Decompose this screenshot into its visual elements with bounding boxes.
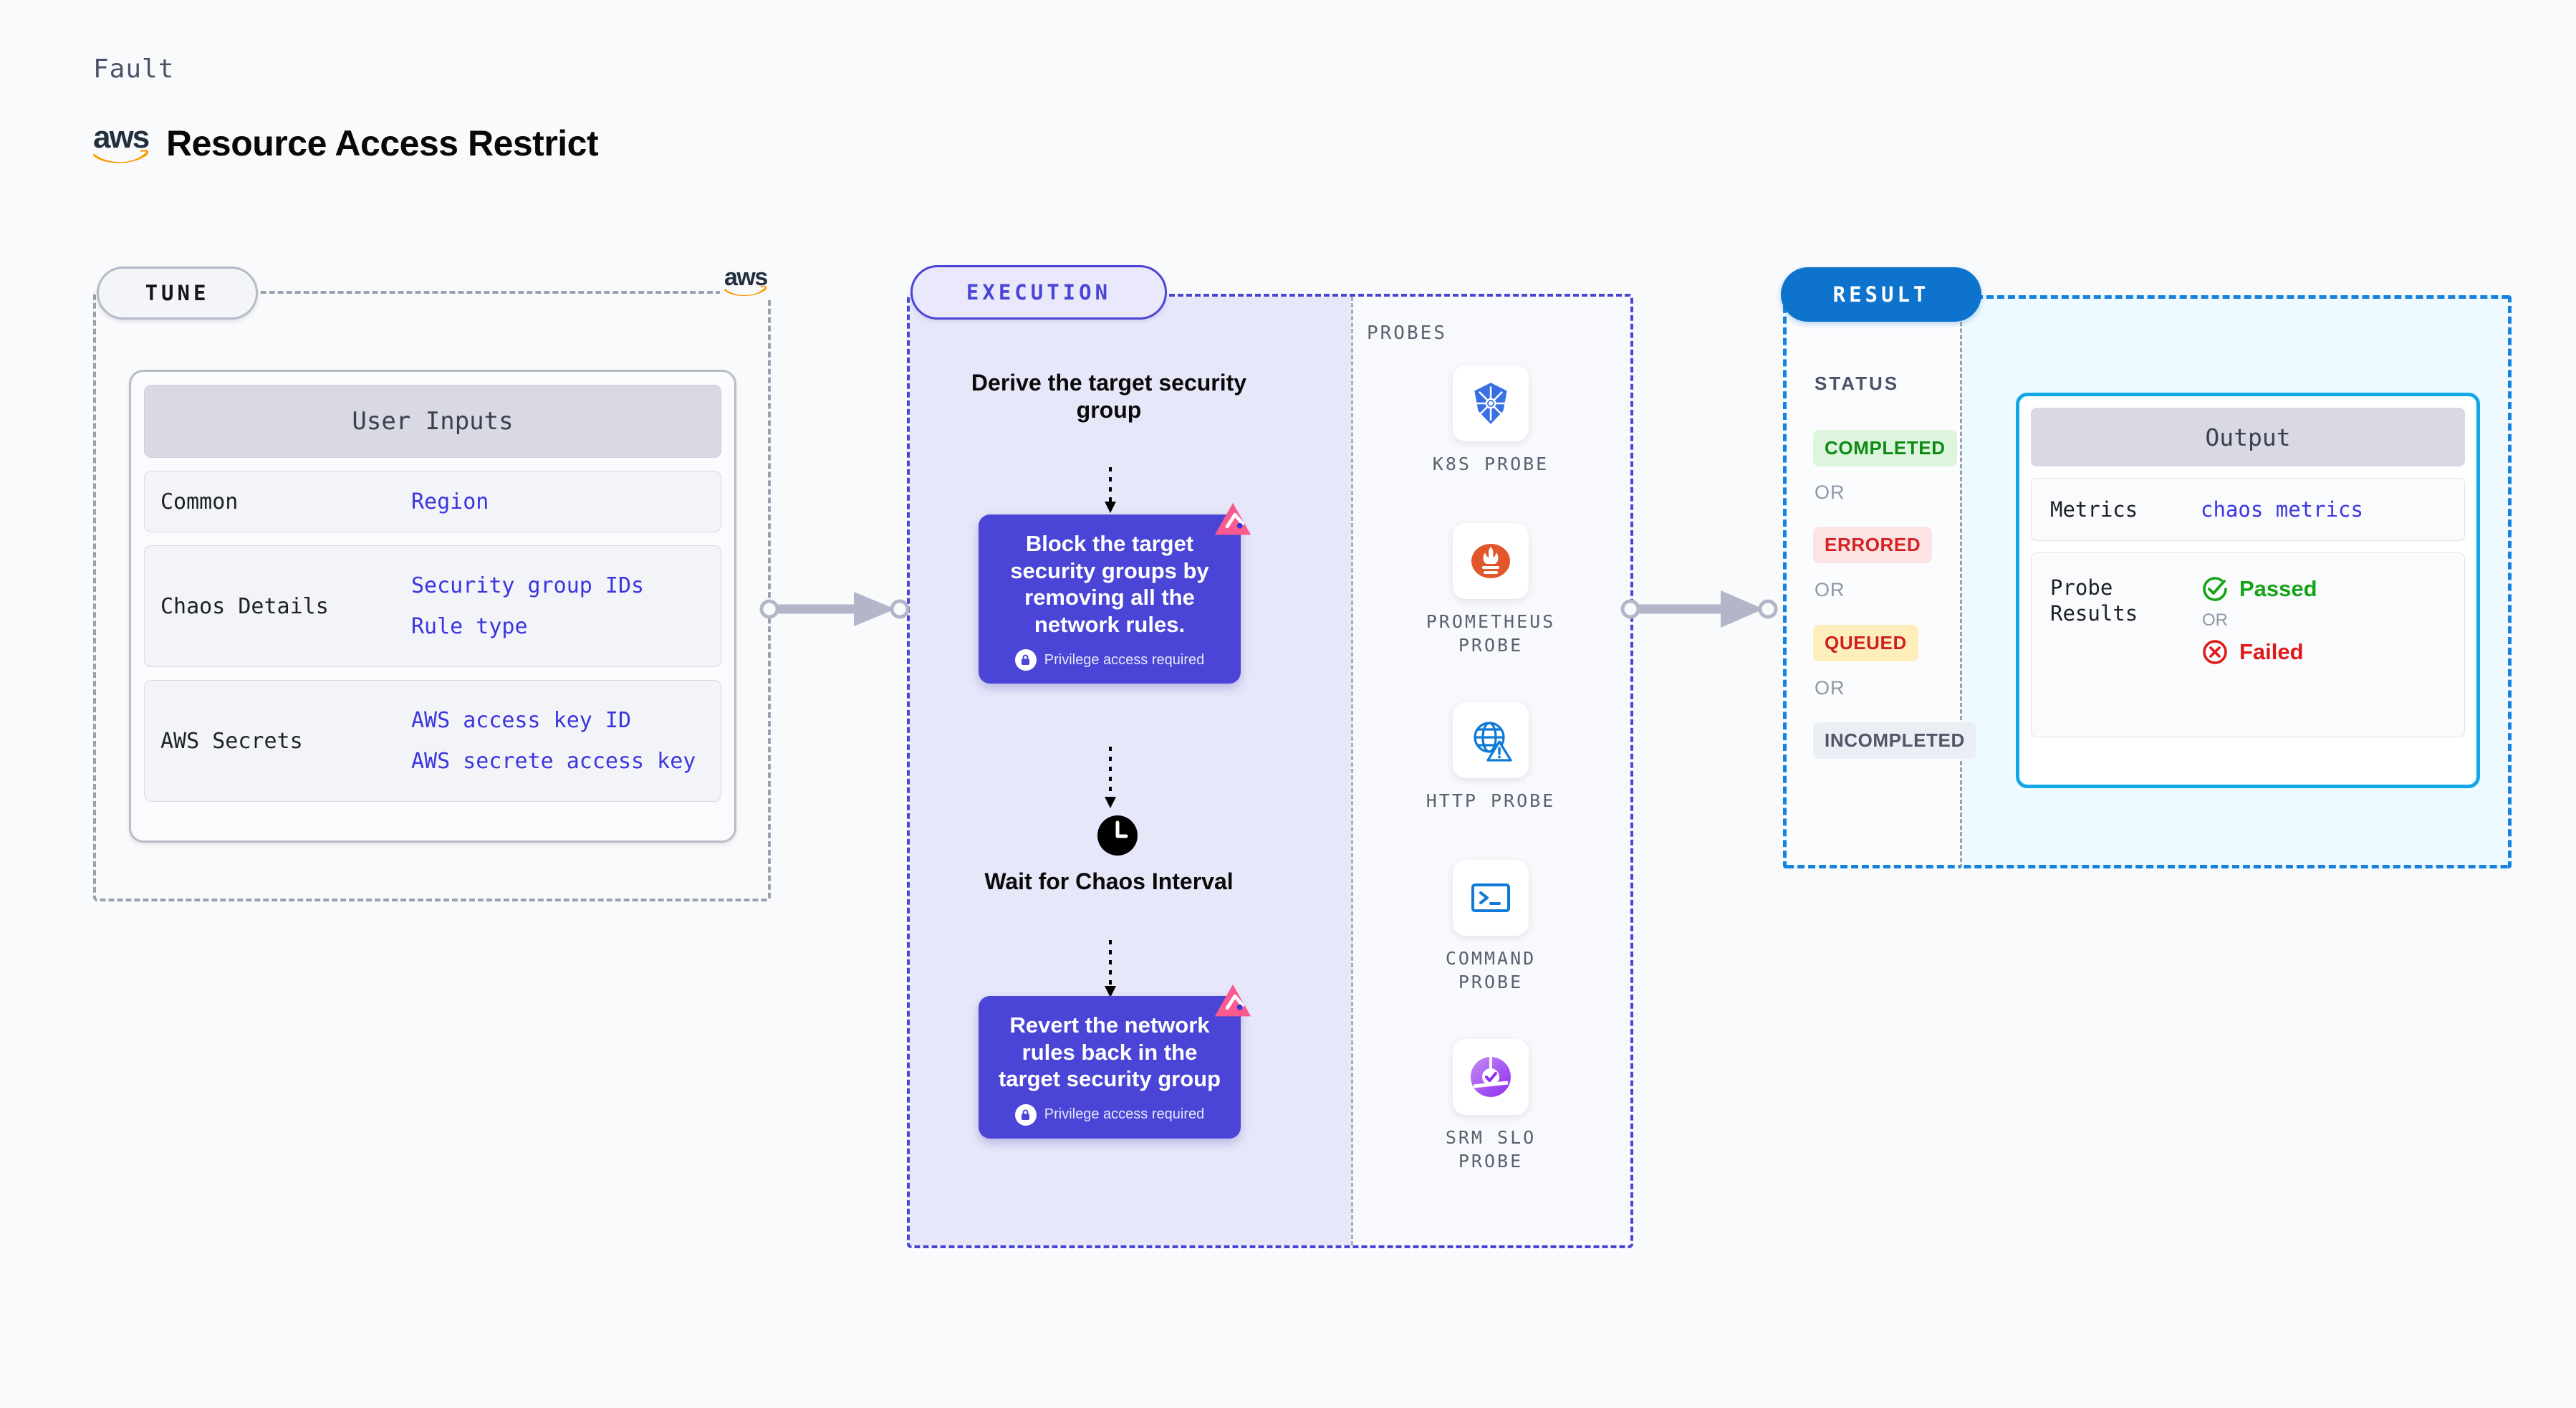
execution-panel	[907, 294, 1633, 1248]
output-row-key: Probe Results	[2050, 575, 2138, 626]
probe-label: HTTP PROBE	[1426, 790, 1556, 811]
step-derive-target: Derive the target security group	[971, 370, 1247, 423]
user-inputs-card: User Inputs Common Region Chaos Details …	[129, 370, 736, 843]
aws-logo: aws	[93, 120, 150, 165]
kubernetes-icon	[1474, 383, 1507, 424]
tune-aws-swoosh-icon	[724, 285, 767, 297]
execution-card-title: Revert the network rules back in the tar…	[998, 1012, 1221, 1091]
terminal-icon	[1471, 883, 1510, 912]
probe-tile	[1453, 523, 1529, 599]
probe-label: COMMAND PROBE	[1445, 948, 1537, 992]
or-separator: OR	[1815, 579, 1845, 600]
tune-aws-wordmark: aws	[724, 264, 768, 291]
probe-tile	[1453, 860, 1529, 936]
user-inputs-title: User Inputs	[144, 385, 721, 458]
input-row-value[interactable]: Rule type	[411, 614, 528, 639]
probe-item-command[interactable]: COMMAND PROBE	[1421, 860, 1560, 994]
probe-item-http[interactable]: HTTP PROBE	[1421, 702, 1560, 813]
step-wait-chaos-interval: Wait for Chaos Interval	[984, 868, 1234, 894]
page-title: Resource Access Restrict	[166, 123, 599, 163]
arrow-wait-to-revert	[1105, 940, 1116, 997]
input-row-key: AWS Secrets	[160, 728, 303, 754]
input-row-value[interactable]: Security group IDs	[411, 573, 645, 598]
lock-icon	[1014, 649, 1037, 671]
tune-panel	[93, 291, 771, 901]
execution-pill[interactable]: EXECUTION	[910, 265, 1167, 320]
probe-item-prometheus[interactable]: PROMETHEUS PROBE	[1421, 523, 1560, 657]
probe-label: SRM SLO PROBE	[1445, 1127, 1537, 1172]
status-badge-incompleted: INCOMPLETED	[1813, 722, 1976, 759]
output-metrics-value[interactable]: chaos metrics	[2201, 497, 2363, 522]
litmus-chaos-icon	[1214, 984, 1251, 1017]
input-row-aws-secrets: AWS Secrets AWS access key ID AWS secret…	[144, 680, 721, 802]
litmus-chaos-icon	[1214, 502, 1251, 535]
or-separator: OR	[1815, 482, 1845, 503]
tune-aws-logo: aws	[720, 264, 772, 299]
input-row-key: Common	[160, 489, 239, 514]
output-row-probe-results: Probe Results Passed OR Failed	[2031, 552, 2465, 737]
probe-result-passed: Passed	[2201, 575, 2317, 603]
http-globe-warning-icon	[1474, 722, 1512, 762]
execution-card-title: Block the target security groups by remo…	[1010, 531, 1209, 637]
aws-swoosh-icon	[93, 150, 149, 163]
result-pill[interactable]: RESULT	[1781, 267, 1981, 322]
arrow-block-to-wait	[1105, 747, 1116, 808]
output-row-key: Metrics	[2050, 497, 2138, 522]
privilege-label: Privilege access required	[1044, 1106, 1205, 1122]
output-title: Output	[2031, 408, 2465, 466]
aws-wordmark: aws	[93, 120, 150, 155]
probe-result-failed: Failed	[2201, 638, 2317, 666]
output-card: Output Metrics chaos metrics Probe Resul…	[2016, 393, 2480, 788]
clock-icon	[1097, 815, 1138, 856]
prometheus-icon	[1471, 544, 1510, 578]
status-title: STATUS	[1815, 373, 1900, 394]
privilege-note: Privilege access required	[993, 649, 1226, 671]
srm-slo-donut-icon	[1470, 1057, 1511, 1097]
result-status-panel	[1783, 295, 1962, 868]
page-title-row: aws Resource Access Restrict	[93, 120, 599, 165]
or-separator: OR	[1815, 677, 1845, 699]
input-row-value[interactable]: AWS access key ID	[411, 708, 632, 733]
input-row-value[interactable]: AWS secrete access key	[411, 749, 696, 774]
probe-result-passed-label: Passed	[2239, 576, 2317, 601]
status-badge-completed: COMPLETED	[1813, 430, 1957, 466]
probe-label: PROMETHEUS PROBE	[1426, 611, 1556, 656]
lock-icon	[1014, 1103, 1037, 1126]
status-badge-queued: QUEUED	[1813, 625, 1918, 661]
fault-kicker: Fault	[93, 54, 175, 84]
probe-tile	[1453, 365, 1529, 441]
probes-title: PROBES	[1367, 322, 1447, 344]
execution-card-block[interactable]: Block the target security groups by remo…	[979, 502, 1251, 684]
or-separator: OR	[2202, 610, 2228, 630]
input-row-chaos-details: Chaos Details Security group IDs Rule ty…	[144, 545, 721, 667]
probe-item-k8s[interactable]: K8S PROBE	[1421, 365, 1560, 476]
probe-item-srm-slo[interactable]: SRM SLO PROBE	[1421, 1039, 1560, 1173]
output-row-metrics: Metrics chaos metrics	[2031, 478, 2465, 541]
privilege-label: Privilege access required	[1044, 651, 1205, 668]
input-row-common: Common Region	[144, 471, 721, 532]
execution-card-revert[interactable]: Revert the network rules back in the tar…	[979, 984, 1251, 1139]
probe-tile	[1453, 1039, 1529, 1115]
status-badge-errored: ERRORED	[1813, 527, 1933, 563]
privilege-note: Privilege access required	[993, 1103, 1226, 1126]
input-row-value[interactable]: Region	[411, 489, 489, 514]
arrow-derive-to-block	[1105, 467, 1116, 513]
tune-pill[interactable]: TUNE	[97, 267, 258, 320]
probe-label: K8S PROBE	[1432, 454, 1549, 474]
connector-tune-to-execution	[759, 592, 910, 626]
input-row-key: Chaos Details	[160, 593, 329, 619]
probe-result-failed-label: Failed	[2239, 639, 2304, 664]
check-circle-icon	[2203, 577, 2227, 601]
x-circle-icon	[2203, 640, 2227, 664]
connector-execution-to-result	[1620, 590, 1778, 628]
probe-tile	[1453, 702, 1529, 778]
